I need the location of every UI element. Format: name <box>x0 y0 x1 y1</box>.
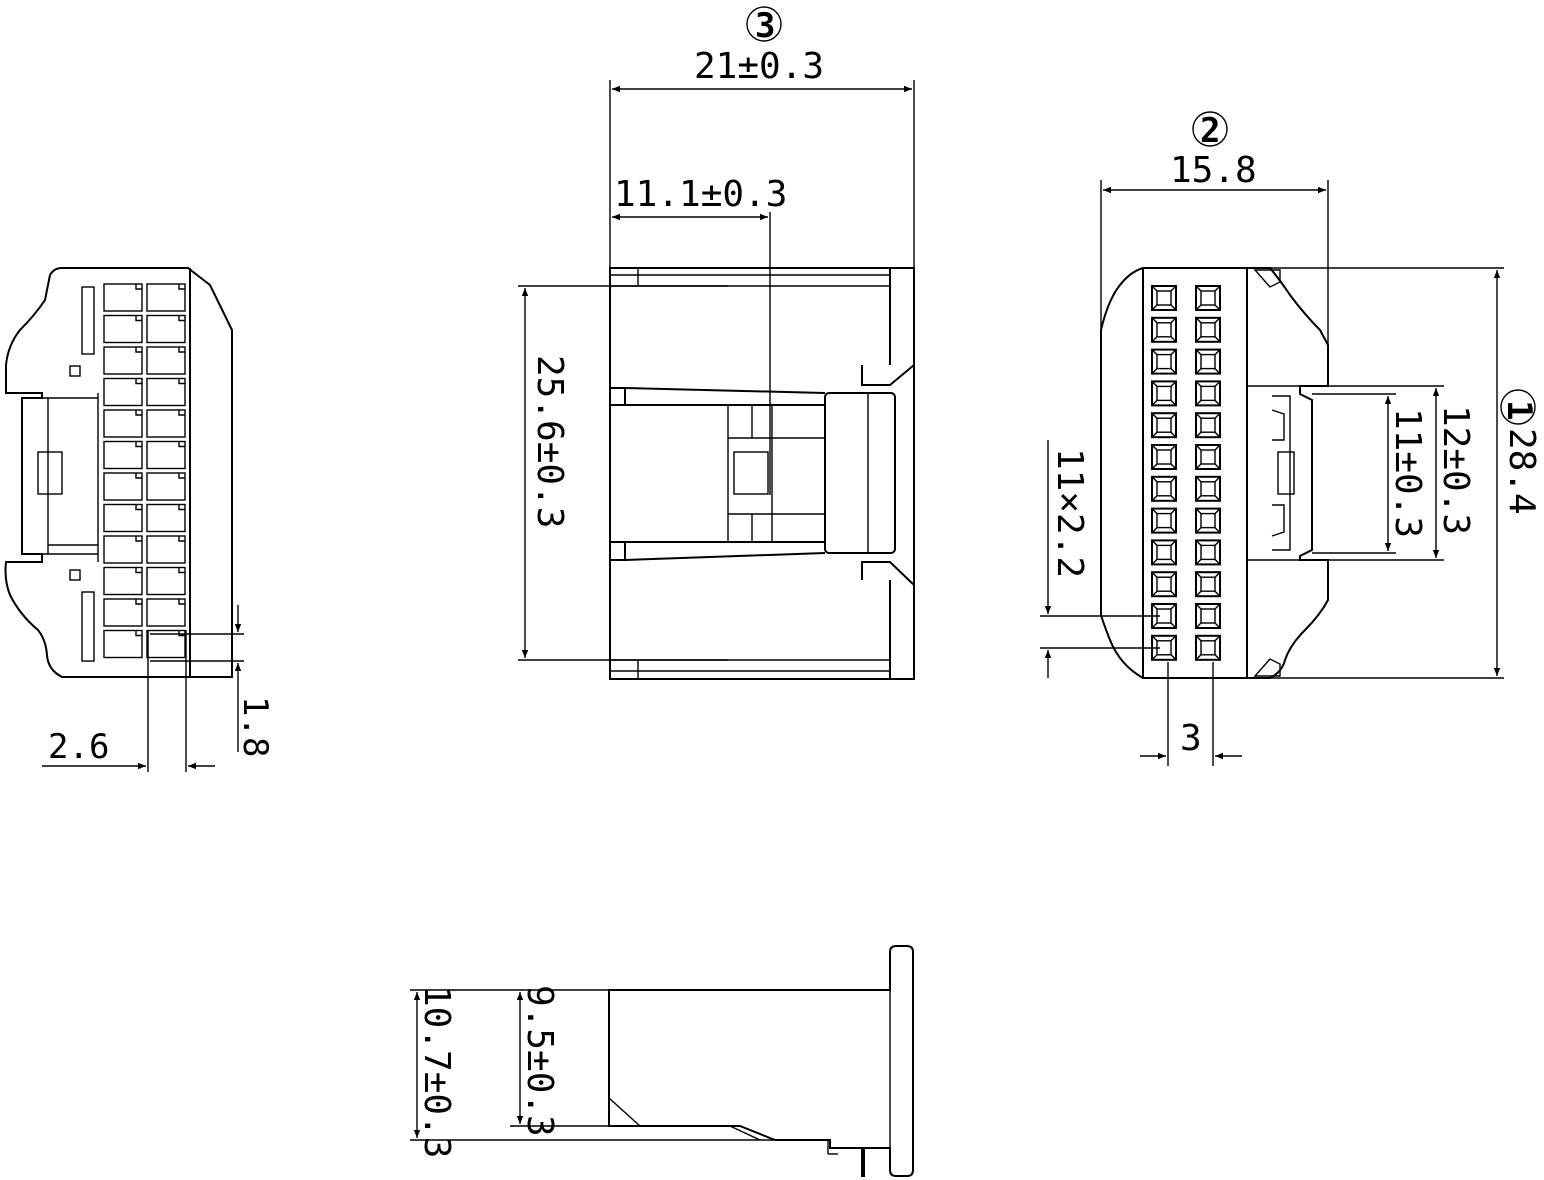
cavity <box>1195 603 1221 629</box>
cavity <box>146 566 186 596</box>
cavity <box>1151 571 1177 598</box>
dimension-3: 3 <box>1180 718 1202 759</box>
dimension-10.7: 10.7±0.3 <box>416 985 457 1158</box>
cavity <box>1195 444 1221 470</box>
cavity-grid-left <box>103 283 186 659</box>
marker-1: 1 <box>1499 400 1539 420</box>
cavity <box>146 346 186 375</box>
cavity <box>103 409 143 438</box>
dimension-11: 11±0.3 <box>1387 408 1428 538</box>
dimension-2.6: 2.6 <box>48 727 109 767</box>
cavity <box>103 503 143 533</box>
cavity <box>1195 507 1221 534</box>
cavity <box>1195 316 1221 343</box>
dimension-15.8: 15.8 <box>1170 150 1257 191</box>
cavity <box>103 566 143 596</box>
top-view-center: 21±0.3 3 11.1±0.3 25.6±0.3 <box>518 6 915 680</box>
cavity <box>146 535 186 564</box>
cavity-grid-right <box>1151 285 1221 661</box>
cavity <box>1151 539 1177 566</box>
cavity <box>103 598 143 627</box>
cavity <box>103 472 143 501</box>
cavity <box>1195 380 1221 407</box>
dimension-12: 12±0.3 <box>1435 405 1476 535</box>
cavity <box>1151 412 1177 439</box>
dimension-9.5: 9.5±0.3 <box>519 985 560 1137</box>
cavity <box>1195 539 1221 566</box>
marker-3: 3 <box>755 6 775 46</box>
cavity <box>146 503 186 533</box>
dimension-11x2.2: 11×2.2 <box>1049 448 1090 578</box>
cavity <box>1195 475 1221 502</box>
side-view-bottom: 10.7±0.3 9.5±0.3 <box>410 945 914 1177</box>
cavity <box>1151 475 1177 502</box>
cavity <box>1151 380 1177 407</box>
dimension-25.6: 25.6±0.3 <box>529 355 570 528</box>
cavity <box>1195 634 1221 661</box>
front-view-left: 2.6 1.8 <box>4 267 275 772</box>
marker-2: 2 <box>1200 111 1220 151</box>
cavity <box>103 535 143 564</box>
cavity <box>146 472 186 501</box>
cavity <box>1151 444 1177 470</box>
cavity <box>146 314 186 344</box>
cavity <box>146 598 186 627</box>
cavity <box>103 377 143 407</box>
cavity <box>1195 285 1221 311</box>
cavity <box>103 283 143 312</box>
cavity <box>1151 507 1177 534</box>
dimension-11.1: 11.1±0.3 <box>614 174 787 215</box>
cavity <box>146 629 186 659</box>
cavity <box>103 629 143 659</box>
cavity <box>103 314 143 344</box>
cavity <box>146 283 186 312</box>
cavity <box>1151 316 1177 343</box>
dimension-28.4: 28.4 <box>1501 428 1542 515</box>
cavity <box>146 409 186 438</box>
cavity <box>1195 412 1221 439</box>
cavity <box>1151 285 1177 311</box>
cavity <box>103 346 143 375</box>
cavity <box>1195 571 1221 598</box>
cavity <box>103 440 143 470</box>
cavity <box>1151 348 1177 375</box>
dimension-21: 21±0.3 <box>694 46 824 87</box>
front-view-right: 15.8 2 1 28.4 12±0.3 11±0.3 11×2.2 3 <box>1040 111 1542 766</box>
cavity <box>146 377 186 407</box>
cavity <box>146 440 186 470</box>
dimension-1.8: 1.8 <box>235 696 275 757</box>
cavity <box>1195 348 1221 375</box>
